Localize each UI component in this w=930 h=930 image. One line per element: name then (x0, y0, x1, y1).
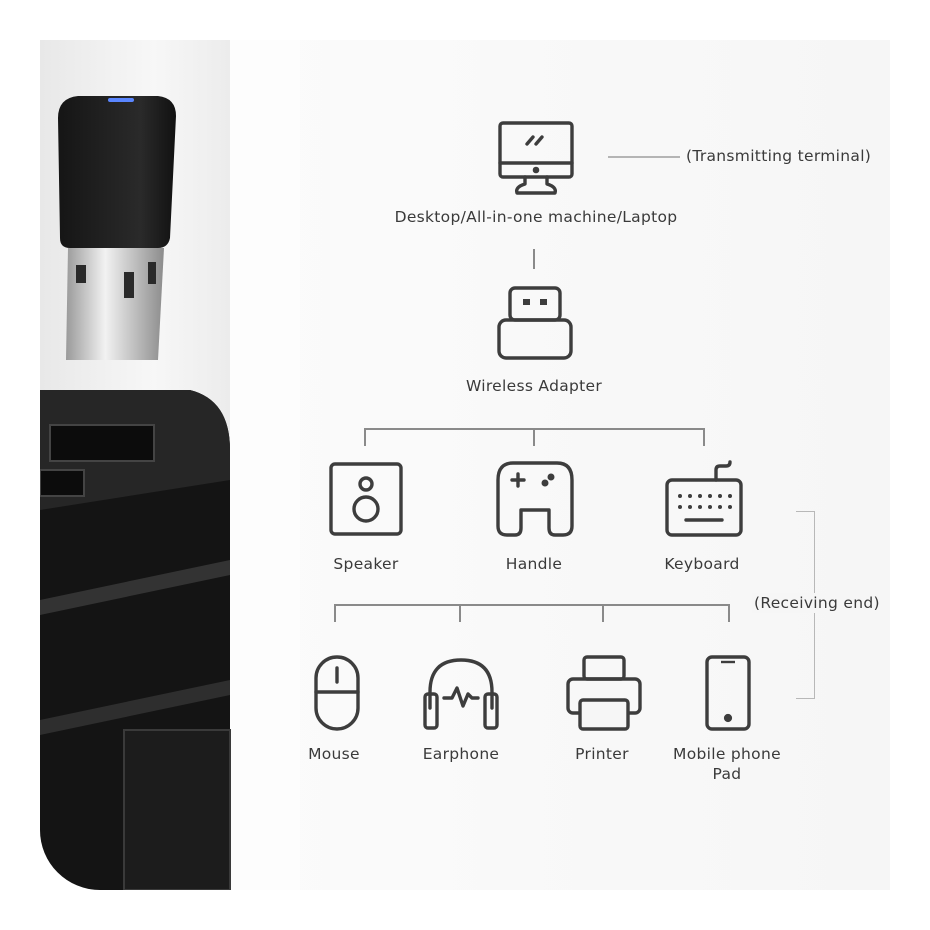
headphones-icon (423, 658, 499, 730)
tree-branch-row2 (334, 604, 730, 606)
handle-label: Handle (505, 555, 563, 573)
tree-drop-printer (602, 604, 604, 622)
tree-drop-handle (533, 428, 535, 446)
printer-icon (566, 655, 642, 731)
monitor-icon (498, 121, 574, 195)
adapter-label: Wireless Adapter (465, 377, 603, 395)
tree-drop-speaker (364, 428, 366, 446)
product-photo (40, 40, 300, 890)
transmitting-connector (608, 156, 680, 158)
tree-drop-phone (728, 604, 730, 622)
usb-adapter-icon (497, 286, 573, 360)
transmitting-note: (Transmitting terminal) (686, 147, 872, 165)
tree-drop-mouse (334, 604, 336, 622)
printer-label: Printer (575, 745, 629, 763)
infographic-panel: (Transmitting terminal) Desktop/All-in-o… (40, 40, 890, 890)
speaker-icon (329, 462, 403, 536)
keyboard-icon (665, 460, 743, 537)
phone-label: Mobile phone (673, 745, 781, 763)
tree-drop-keyboard (703, 428, 705, 446)
phone-icon (705, 655, 751, 731)
keyboard-label: Keyboard (664, 555, 740, 573)
gamepad-icon (496, 461, 574, 537)
tree-drop-earphone (459, 604, 461, 622)
source-label: Desktop/All-in-one machine/Laptop (394, 208, 678, 226)
earphone-label: Earphone (422, 745, 500, 763)
speaker-label: Speaker (333, 555, 399, 573)
receiving-note: (Receiving end) (752, 593, 882, 613)
pad-label: Pad (712, 765, 742, 783)
mouse-label: Mouse (308, 745, 360, 763)
mouse-icon (314, 655, 360, 731)
source-adapter-connector (533, 249, 535, 269)
